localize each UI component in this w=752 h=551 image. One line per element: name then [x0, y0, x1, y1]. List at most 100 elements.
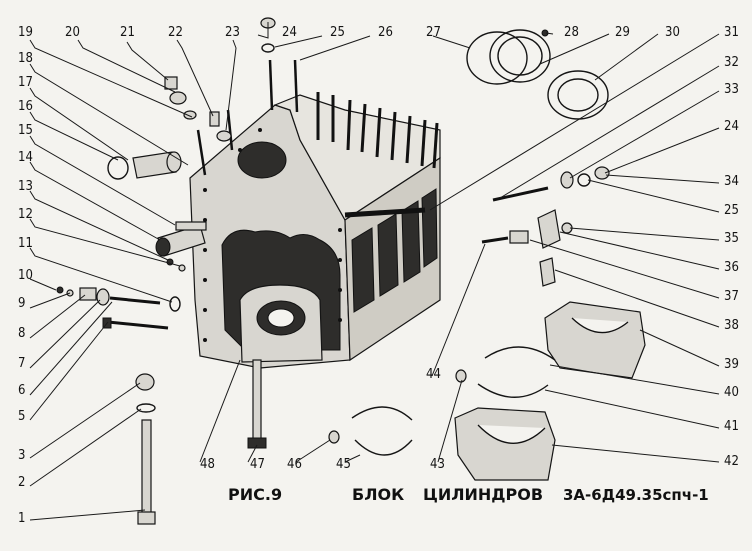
callout-14: 14	[18, 150, 33, 165]
part-24b	[594, 166, 610, 180]
callout-44: 44	[426, 367, 441, 382]
part-22	[209, 111, 220, 127]
callout-11: 11	[18, 236, 33, 251]
callout-8: 8	[18, 326, 25, 341]
part-44-stud	[481, 236, 509, 244]
part-2-washer	[136, 403, 156, 413]
callout-37: 37	[724, 289, 739, 304]
figure-label: РИС.9	[228, 485, 282, 504]
part-39-arc	[571, 317, 629, 334]
part-1-nut	[137, 511, 156, 525]
callout-34: 34	[724, 174, 739, 189]
callout-40: 40	[724, 385, 739, 400]
part-17-end	[166, 151, 182, 173]
part-6-bolt	[109, 296, 161, 305]
part-30-inner	[557, 78, 599, 112]
callout-2: 2	[18, 475, 25, 490]
stud-nut	[247, 437, 267, 449]
part-7	[96, 288, 110, 306]
callout-9: 9	[18, 296, 25, 311]
part-32-rod	[492, 186, 549, 202]
callout-10: 10	[18, 268, 33, 283]
callout-46: 46	[287, 457, 302, 472]
part-20	[169, 91, 187, 105]
callout-22: 22	[168, 25, 183, 40]
part-39-cap	[544, 301, 646, 379]
callout-5: 5	[18, 409, 25, 424]
part-41-shell	[477, 383, 549, 398]
left-parts	[56, 76, 232, 525]
callout-43: 43	[430, 457, 445, 472]
callout-29: 29	[615, 25, 630, 40]
callout-7: 7	[18, 356, 25, 371]
part-14-end	[155, 237, 171, 257]
long-stud	[252, 359, 262, 443]
callout-20: 20	[65, 25, 80, 40]
part-37	[509, 230, 529, 244]
drawing-code: 3А-6Д49.35спч-1	[563, 486, 709, 504]
cylinder-block	[189, 59, 441, 449]
part-3-nut	[135, 373, 155, 391]
part-40-shell	[484, 346, 556, 361]
callout-31: 31	[724, 25, 739, 40]
callout-1: 1	[18, 511, 25, 526]
callout-24b: 24	[724, 119, 739, 134]
caption-word-2: ЦИЛИНДРОВ	[423, 485, 543, 504]
upper-right-parts	[260, 17, 610, 287]
callout-26: 26	[378, 25, 393, 40]
callout-33: 33	[724, 82, 739, 97]
part-19	[183, 110, 197, 120]
part-5-bolt	[107, 320, 169, 330]
part-42-arc	[477, 424, 546, 444]
callout-28: 28	[564, 25, 579, 40]
part-29-inner	[497, 36, 543, 76]
part-8	[79, 287, 97, 301]
callout-15: 15	[18, 123, 33, 138]
part-1-stud	[141, 419, 152, 516]
part-43	[455, 369, 467, 383]
callout-25: 25	[330, 25, 345, 40]
callout-48: 48	[200, 457, 215, 472]
part-46	[328, 430, 340, 444]
part-25	[261, 43, 275, 53]
callout-42: 42	[724, 454, 739, 469]
callout-39: 39	[724, 357, 739, 372]
part-29-ring	[489, 29, 551, 83]
callout-41: 41	[724, 419, 739, 434]
callout-35: 35	[724, 231, 739, 246]
callout-6: 6	[18, 383, 25, 398]
callout-13: 13	[18, 179, 33, 194]
rod	[344, 207, 426, 218]
callout-27: 27	[426, 25, 441, 40]
callout-38: 38	[724, 318, 739, 333]
callout-45: 45	[336, 457, 351, 472]
callout-numbers: 19 20 21 22 23 24 25 26 27 28 29 30 31 1…	[18, 25, 739, 526]
part-16-ring	[107, 156, 129, 180]
callout-23: 23	[225, 25, 240, 40]
caption-word-1: БЛОК	[352, 485, 404, 504]
callout-3: 3	[18, 448, 25, 463]
part-33	[560, 171, 574, 189]
part-30-ring	[547, 70, 609, 120]
bore-opening	[237, 141, 287, 179]
part-42-cap	[454, 407, 556, 481]
part-10	[56, 286, 64, 294]
part-45-upper	[351, 406, 413, 421]
part-27-ring	[466, 31, 528, 85]
caption: РИС.9 БЛОК ЦИЛИНДРОВ 3А-6Д49.35спч-1	[228, 485, 709, 504]
callout-12: 12	[18, 207, 33, 222]
callout-19: 19	[18, 25, 33, 40]
callout-16: 16	[18, 99, 33, 114]
bearing-parts	[328, 301, 646, 481]
front-studs	[196, 59, 299, 176]
callout-21: 21	[120, 25, 135, 40]
leader-lines	[29, 22, 720, 521]
part-12	[178, 264, 186, 272]
callout-25b: 25	[724, 203, 739, 218]
callout-30: 30	[665, 25, 680, 40]
part-38	[539, 257, 556, 287]
callout-47: 47	[250, 457, 265, 472]
part-36-block	[537, 209, 561, 249]
